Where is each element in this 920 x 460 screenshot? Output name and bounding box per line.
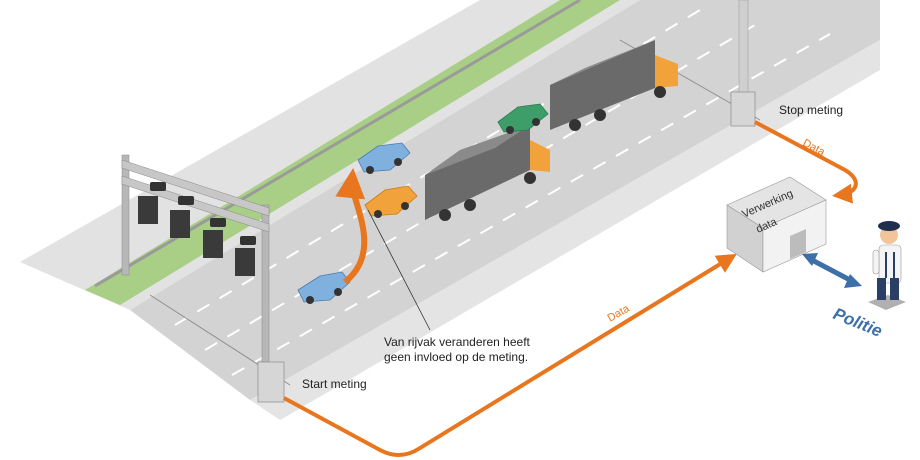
camera-gantry — [121, 154, 270, 366]
green-median — [85, 0, 620, 305]
police-arrow-head-right — [844, 274, 862, 288]
camera-icon — [150, 182, 256, 245]
lane-change-note-line1: Van rijvak veranderen heeft — [384, 335, 531, 349]
car-icon — [497, 103, 549, 134]
truck-icon — [425, 125, 550, 221]
police-officer-icon — [868, 221, 906, 310]
stop-pole — [730, 0, 756, 127]
guard-rail — [94, 0, 581, 288]
start-box — [257, 361, 285, 403]
stop-meting-label: Stop meting — [779, 103, 843, 117]
lane-divider-3 — [231, 33, 831, 376]
truck-icon — [550, 40, 678, 131]
callout-line — [367, 209, 431, 331]
car-icon — [297, 271, 351, 304]
start-meting-label: Start meting — [302, 377, 367, 391]
police-data-arrow — [810, 257, 852, 283]
data-arrow-top — [754, 120, 858, 204]
police-arrow-head-left — [802, 253, 818, 266]
politie-label: Politie — [831, 304, 885, 341]
road-shoulder-right — [250, 40, 880, 420]
signal-board-icon — [138, 196, 255, 276]
lane-change-note-line2: geen invloed op de meting. — [384, 350, 528, 364]
verwerking-building — [726, 176, 827, 273]
data-arrow-bottom — [283, 253, 737, 457]
lane-change-arrow — [335, 168, 368, 285]
